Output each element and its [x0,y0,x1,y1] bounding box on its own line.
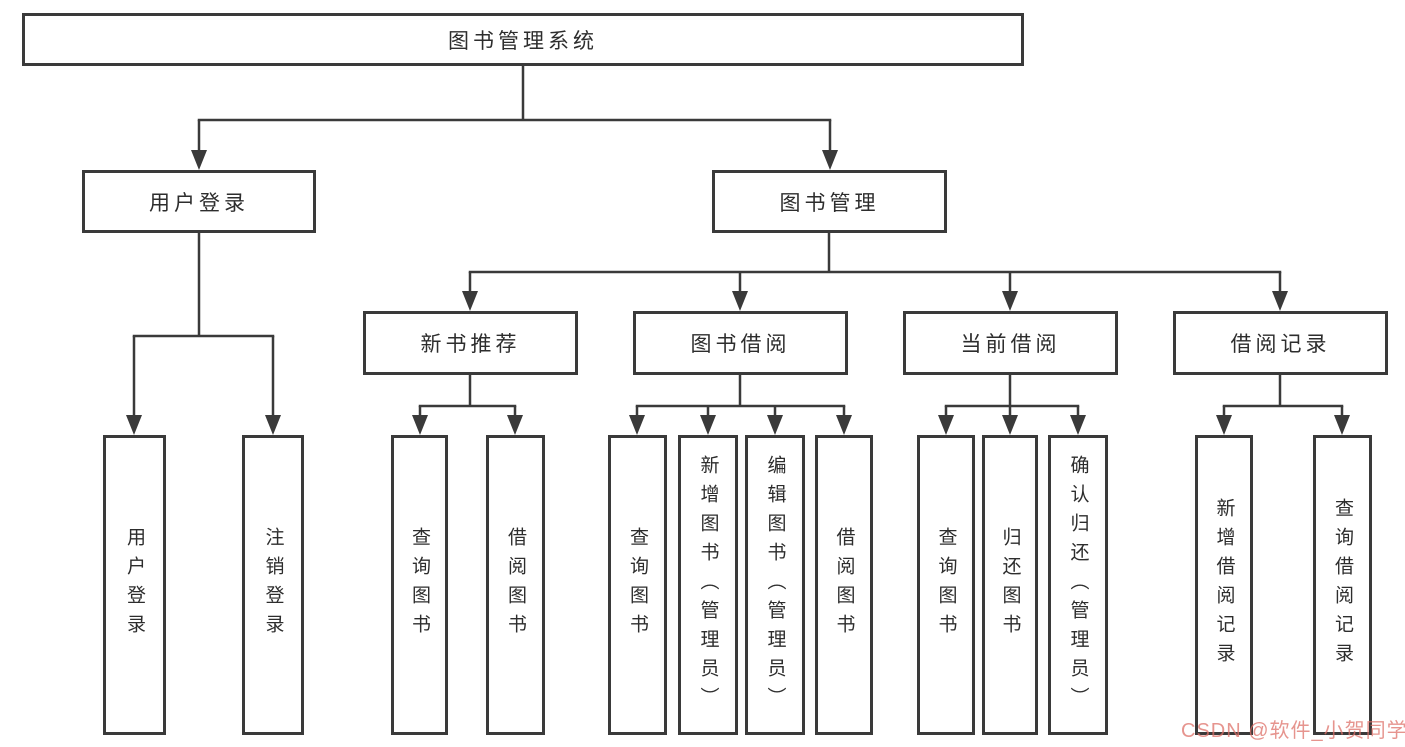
leaf-return-books-label: 归还图书 [999,527,1021,643]
leaf-add-books-admin-label: 新增图书（管理员） [697,454,719,716]
leaf-confirm-return-admin: 确认归还（管理员） [1048,435,1108,735]
leaf-borrowing-query-books-label: 查询图书 [627,527,648,643]
leaf-user-login: 用户登录 [103,435,166,735]
leaf-edit-books-admin: 编辑图书（管理员） [745,435,805,735]
fork-borrowing-records [1216,375,1350,435]
leaf-add-borrow-record: 新增借阅记录 [1195,435,1253,735]
node-book-management-label: 图书管理 [779,191,880,215]
node-book-borrowing: 图书借阅 [633,311,848,375]
leaf-borrow-books: 借阅图书 [815,435,873,735]
leaf-logout: 注销登录 [242,435,304,735]
node-current-borrowing: 当前借阅 [903,311,1118,375]
node-root-label: 图书管理系统 [448,29,598,53]
node-borrowing-records: 借阅记录 [1173,311,1388,375]
fork-new-book-recommend [412,375,523,435]
leaf-recommend-query-books-label: 查询图书 [409,527,430,643]
leaf-add-borrow-record-label: 新增借阅记录 [1213,498,1235,672]
leaf-query-borrow-record: 查询借阅记录 [1313,435,1372,735]
leaf-recommend-borrow-books-label: 借阅图书 [505,527,526,643]
node-user-login-label: 用户登录 [149,191,249,215]
node-current-borrowing-label: 当前借阅 [960,333,1061,356]
leaf-edit-books-admin-label: 编辑图书（管理员） [764,454,786,716]
leaf-query-borrow-record-label: 查询借阅记录 [1332,498,1353,672]
watermark-text: CSDN @软件_小贺同学 [1181,720,1405,742]
leaf-borrowing-query-books: 查询图书 [608,435,667,735]
leaf-borrow-books-label: 借阅图书 [833,527,855,643]
node-borrowing-records-label: 借阅记录 [1230,333,1331,356]
fork-user-login [126,233,281,435]
node-user-login: 用户登录 [82,170,316,233]
fork-current-borrowing [938,375,1086,435]
leaf-recommend-query-books: 查询图书 [391,435,448,735]
fork-book-management [462,233,1288,311]
leaf-add-books-admin: 新增图书（管理员） [678,435,738,735]
fork-root [191,66,838,170]
leaf-current-query-books-label: 查询图书 [935,527,957,643]
leaf-user-login-label: 用户登录 [124,527,145,643]
node-book-borrowing-label: 图书借阅 [690,333,791,356]
node-root: 图书管理系统 [22,13,1024,66]
fork-book-borrowing [629,375,852,435]
node-book-management: 图书管理 [712,170,947,233]
leaf-confirm-return-admin-label: 确认归还（管理员） [1067,454,1089,716]
node-new-book-recommend: 新书推荐 [363,311,578,375]
leaf-recommend-borrow-books: 借阅图书 [486,435,545,735]
leaf-logout-label: 注销登录 [262,527,284,643]
node-new-book-recommend-label: 新书推荐 [420,333,521,356]
leaf-return-books: 归还图书 [982,435,1038,735]
leaf-current-query-books: 查询图书 [917,435,975,735]
